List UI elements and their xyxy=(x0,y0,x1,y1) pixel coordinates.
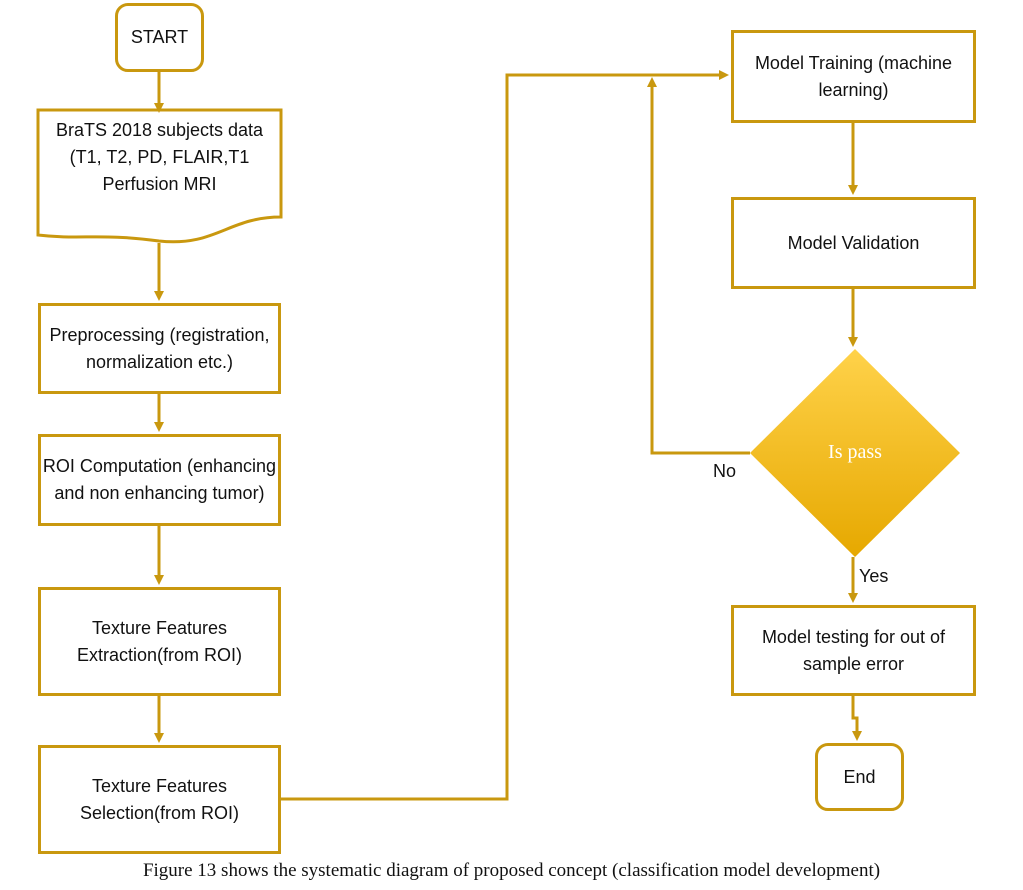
start-terminal: START xyxy=(115,3,204,72)
roi-computation-node: ROI Computation (enhancing and non enhan… xyxy=(38,434,281,526)
model-validation-node: Model Validation xyxy=(731,197,976,289)
edge-label-yes: Yes xyxy=(859,566,889,586)
decision-label: Is pass xyxy=(828,441,882,463)
model-training-node: Model Training (machine learning) xyxy=(731,30,976,123)
decision-diamond xyxy=(750,349,960,557)
arrow-decision-no-loop xyxy=(647,77,750,455)
edge-label-no: No xyxy=(713,461,737,481)
model-testing-node: Model testing for out of sample error xyxy=(731,605,976,696)
arrow-selection-to-training xyxy=(281,70,729,801)
end-terminal: End xyxy=(815,743,904,811)
document-shape-data xyxy=(36,108,283,244)
feature-selection-node: Texture Features Selection(from ROI) xyxy=(38,745,281,854)
figure-caption: Figure 13 shows the systematic diagram o… xyxy=(142,860,881,881)
data-source-node: BraTS 2018 subjects data (T1, T2, PD, FL… xyxy=(55,120,264,194)
preprocessing-node: Preprocessing (registration, normalizati… xyxy=(38,303,281,394)
arrow-testing-to-end xyxy=(851,696,862,741)
feature-extraction-node: Texture Features Extraction(from ROI) xyxy=(38,587,281,696)
